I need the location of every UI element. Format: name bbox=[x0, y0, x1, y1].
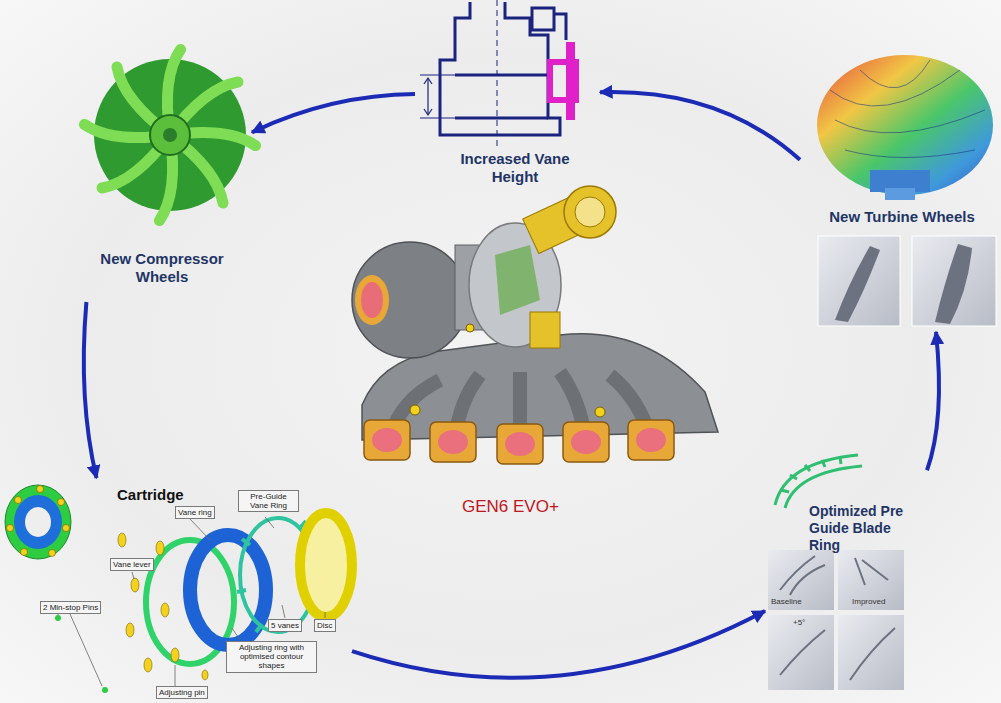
step-turbine: New Turbine Wheels bbox=[800, 40, 1000, 332]
step-title: Increased Vane Height bbox=[440, 150, 590, 186]
cycle-arrow bbox=[600, 92, 800, 160]
cycle-arrow bbox=[927, 332, 939, 470]
part-label: 5 vanes bbox=[268, 619, 302, 632]
step-title: Cartridge bbox=[117, 486, 212, 504]
compressor-wheel bbox=[84, 49, 255, 220]
part-label: Adjusting pin bbox=[156, 686, 208, 699]
step-blade-ring: Optimized Pre Guide Blade Ring bbox=[765, 448, 927, 695]
blade-panel bbox=[818, 236, 996, 326]
variant-label: Baseline bbox=[771, 597, 802, 606]
cycle-arrow bbox=[352, 611, 765, 678]
part-label: Vane ring bbox=[175, 506, 215, 519]
turbocharger bbox=[352, 186, 718, 464]
part-label: 2 Min-stop Pins bbox=[40, 601, 101, 614]
variant-label: +5° bbox=[793, 618, 805, 627]
step-title: New Turbine Wheels bbox=[808, 208, 996, 226]
cartridge-parts bbox=[5, 485, 352, 693]
variant-label: Improved bbox=[852, 597, 885, 606]
step-vane-height: Increased Vane Height bbox=[415, 2, 600, 198]
part-label: Adjusting ring with optimised contour sh… bbox=[226, 641, 317, 673]
part-label: Disc bbox=[314, 619, 336, 632]
blade-panel bbox=[768, 550, 904, 690]
vane-section bbox=[420, 0, 566, 148]
step-title: Optimized Pre Guide Blade Ring bbox=[809, 503, 924, 553]
part-label: Pre-Guide Vane Ring bbox=[238, 490, 299, 512]
part-label: Vane lever bbox=[110, 558, 154, 571]
step-compressor: New Compressor Wheels bbox=[72, 45, 252, 302]
step-title: New Compressor Wheels bbox=[87, 250, 237, 286]
turbine-wheel bbox=[817, 55, 993, 200]
cycle-arrow bbox=[84, 302, 97, 478]
vane-highlight bbox=[566, 42, 575, 120]
product-name: GEN6 EVO+ bbox=[462, 497, 559, 517]
cycle-arrow bbox=[252, 94, 415, 132]
blade-ring bbox=[775, 455, 862, 508]
